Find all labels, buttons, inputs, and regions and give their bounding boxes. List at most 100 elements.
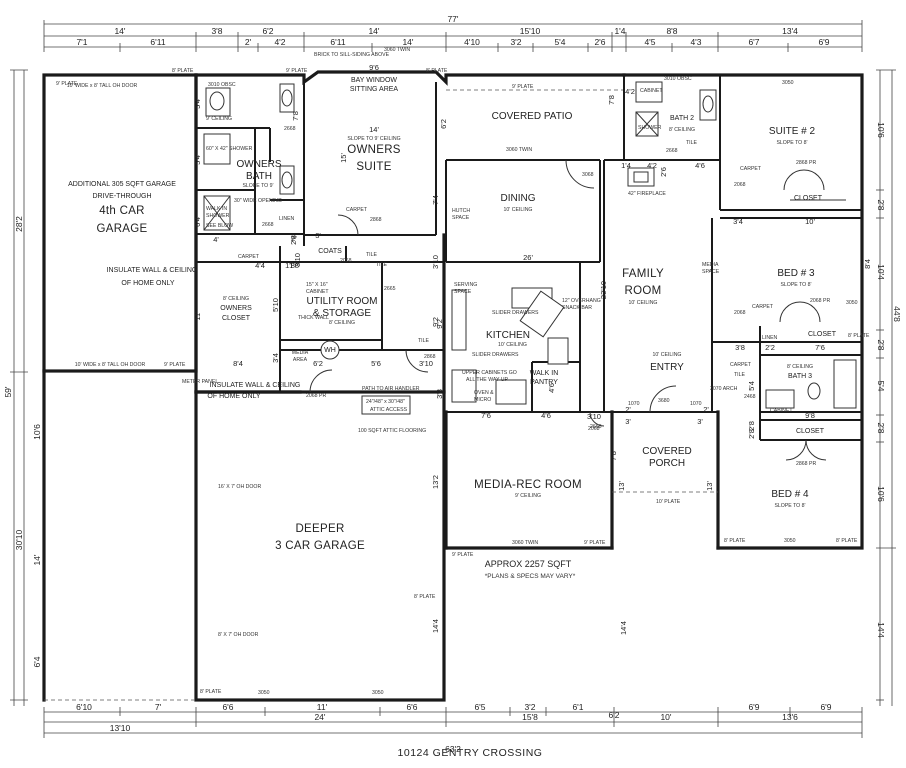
kitchen-oven-2: MICRO: [474, 397, 491, 403]
dim-left-2: 30'10: [14, 529, 24, 550]
dim-bot-4: 11': [317, 702, 328, 712]
interior-dimension: 2': [625, 405, 631, 414]
interior-dimension: 3'4: [271, 353, 280, 363]
kitchen-slider: SLIDER DRAWERS: [492, 310, 539, 316]
bath3-carpet: CARPET: [730, 362, 752, 368]
dim-right-overall: 44'8: [892, 306, 902, 322]
garage4-name-2: GARAGE: [96, 223, 147, 235]
bed3-window: 3050: [846, 300, 858, 306]
entry-name: ENTRY: [650, 362, 684, 373]
bath3-tile: TILE: [734, 372, 745, 378]
dim-bot-8: 6'1: [572, 702, 583, 712]
bed3-linen: LINEN: [762, 335, 778, 341]
room-labels: 4th CAR GARAGE ADDITIONAL 305 SQFT GARAG…: [56, 47, 870, 696]
dim-right-7: 10'6: [876, 486, 886, 502]
dim-bot-1: 6'10: [76, 702, 92, 712]
entry-door: 3680: [658, 398, 670, 404]
garage4-door-top: 10' WIDE x 8' TALL OH DOOR: [67, 83, 138, 89]
kitchen-serving-1: SERVING: [454, 282, 477, 288]
exterior-walls: [42, 70, 864, 702]
coats-door: 2068: [340, 258, 352, 264]
owners-bath-name-2: BATH: [246, 171, 272, 182]
owners-closet-name-2: CLOSET: [222, 315, 251, 322]
owners-bath-walkin-2: SHOWER: [206, 213, 230, 219]
dim-top-8: 13'4: [782, 26, 798, 36]
garage3-path-3: ATTIC ACCESS: [370, 407, 408, 413]
owners-bath-obsc: 3010 OBSC: [208, 82, 236, 88]
owners-suite-twin: 3060 TWIN: [384, 47, 410, 53]
dim-top-6: 1'4: [614, 26, 625, 36]
dim-top2-8: 3'2: [510, 37, 521, 47]
dim-left-g1: 10'6: [32, 424, 42, 440]
dim-right-5: 5'4: [876, 380, 886, 391]
kitchen-name: KITCHEN: [486, 330, 530, 341]
media-rec-plate-right: 9' PLATE: [584, 540, 606, 546]
interior-dimension: 3'8: [735, 343, 745, 352]
media-rec-twin: 3060 TWIN: [512, 540, 538, 546]
bed3-door-2: 2068: [734, 310, 746, 316]
bed4-plate-left: 8' PLATE: [724, 538, 746, 544]
dim-top-1: 14': [114, 26, 125, 36]
garage4-insulate-1: INSULATE WALL & CEILING: [107, 267, 198, 274]
owners-suite-plate-left: 9' PLATE: [286, 68, 308, 74]
approx-disclaimer: *PLANS & SPECS MAY VARY*: [485, 573, 576, 580]
bed4-ceiling: SLOPE TO 8': [774, 503, 805, 509]
interior-dimension: 1'8: [289, 261, 299, 270]
interior-dimension: 5'10: [271, 298, 280, 312]
dim-right-2: 2'8: [876, 199, 886, 210]
interior-dimension: 2'8: [289, 235, 298, 245]
interior-dimension: 7'6: [481, 411, 491, 420]
owners-closet-carpet: CARPET: [238, 254, 260, 260]
dim-bottom-overall: 63'2: [445, 744, 461, 754]
bath3-ceiling: 8' CEILING: [787, 364, 813, 370]
garage3-path-1: PATH TO AIR HANDLER: [362, 386, 420, 392]
dim-top2-9: 5'4: [554, 37, 565, 47]
interior-dimension: 2': [703, 405, 709, 414]
utility-tile: TILE: [376, 262, 387, 268]
interior-dimension: 2'2: [765, 343, 775, 352]
covered-porch-name-2: PORCH: [649, 458, 685, 469]
interior-dimension: 6'2: [439, 119, 448, 129]
garage3-plate-right: 8' PLATE: [414, 594, 436, 600]
dimension-labels: 77' 63'2 59' 44'8 14' 3'8 6'2 14' 15'10 …: [3, 14, 902, 754]
garage3-plate-left: 8' PLATE: [200, 689, 222, 695]
bed4-door: 2868 PR: [796, 461, 816, 467]
dim-top2-6: 14': [402, 37, 413, 47]
interior-dimension: 4'2: [647, 161, 657, 170]
bath3-name: BATH 3: [788, 373, 812, 380]
interior-dimension: 3': [697, 417, 703, 426]
interior-dimension: 13': [705, 481, 714, 491]
bed3-carpet: CARPET: [752, 304, 774, 310]
dim-top2-14: 6'9: [818, 37, 829, 47]
dim-left-overall: 59': [3, 386, 13, 397]
interior-dimension: 5'6: [371, 359, 381, 368]
media-rec-ceiling: 9' CEILING: [515, 493, 541, 499]
dim-right-3: 10'4: [876, 264, 886, 280]
owners-bath-ceiling: SLOPE TO 9': [242, 183, 273, 189]
covered-patio-twin: 3060 TWIN: [506, 147, 532, 153]
owners-suite-name-1: OWNERS: [347, 144, 401, 156]
covered-patio-plate: 9' PLATE: [512, 84, 534, 90]
interior-dimension: 3'10: [419, 359, 433, 368]
garage3-name-1: DEEPER: [295, 523, 344, 535]
owners-bath-name-1: OWNERS: [237, 159, 282, 170]
fixtures: [203, 81, 857, 461]
garage3-door-2: 8' X 7' OH DOOR: [218, 632, 259, 638]
coats-name: COATS: [318, 248, 342, 255]
entry-window-1: 1070: [628, 401, 640, 407]
utility-name-2: & STORAGE: [313, 308, 371, 319]
bath2-cabinet: CABINET: [640, 88, 663, 94]
dim-top-overall: 77': [447, 14, 458, 24]
garage4-note-1: ADDITIONAL 305 SQFT GARAGE: [68, 181, 176, 188]
interior-dimension: 3': [625, 417, 631, 426]
bath2-name: BATH 2: [670, 115, 694, 122]
suite2-door-2: 2068: [734, 182, 746, 188]
garage3-window-1: 3050: [258, 690, 270, 696]
owners-suite-carpet: CARPET: [346, 207, 368, 213]
bed3-door: 2068 PR: [810, 298, 830, 304]
owners-closet-name-1: OWNERS: [220, 305, 252, 312]
water-heater: WH: [324, 347, 336, 354]
garage3-name-2: 3 CAR GARAGE: [275, 540, 365, 552]
dining-hutch-2: SPACE: [452, 215, 470, 221]
interior-dimension: 4'6: [547, 383, 556, 393]
